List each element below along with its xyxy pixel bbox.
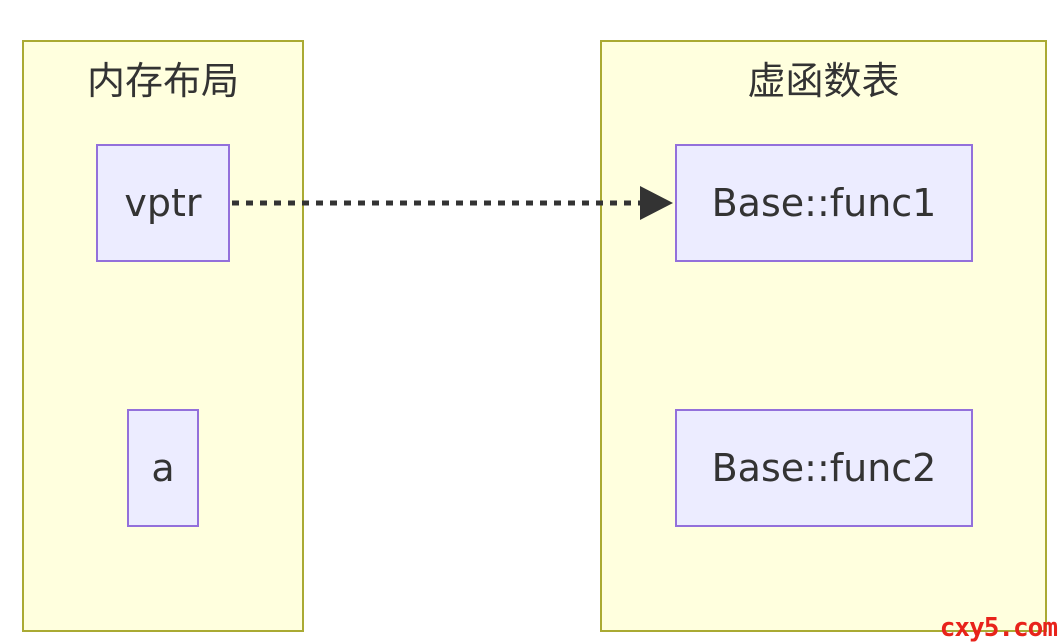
func2-node: Base::func2	[675, 409, 973, 527]
func1-node: Base::func1	[675, 144, 973, 262]
memory-layout-title: 内存布局	[86, 59, 239, 103]
memory-layout-cluster: 内存布局	[22, 40, 304, 632]
arrowhead-icon	[640, 186, 673, 220]
watermark-text: cxy5.com	[939, 613, 1058, 643]
vptr-node: vptr	[96, 144, 230, 262]
a-node: a	[127, 409, 199, 527]
vtable-title: 虚函数表	[747, 59, 900, 103]
vtable-cluster: 虚函数表	[600, 40, 1047, 632]
